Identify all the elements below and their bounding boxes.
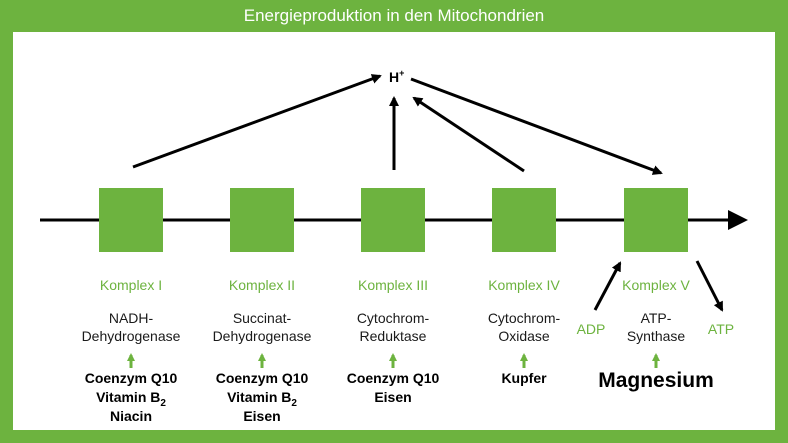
page-title: Energieproduktion in den Mitochondrien [243, 6, 545, 25]
proton-arrow-to-complex-5 [410, 77, 663, 175]
complex-1-cofactor: Vitamin B2 [96, 389, 166, 409]
complex-3-cofactor: Eisen [374, 389, 411, 405]
complex-5-enzyme-line: ATP- [641, 310, 672, 326]
complex-2-cofactor: Vitamin B2 [227, 389, 297, 409]
complex-4-cofactor: Kupfer [501, 370, 547, 386]
complex-1-enzyme-line: NADH- [109, 310, 154, 326]
adp-label: ADP [577, 321, 606, 337]
complex-3-enzyme-line: Reduktase [360, 328, 427, 344]
complex-1-cofactor: Coenzym Q10 [85, 370, 178, 386]
complex-2-box [230, 188, 294, 252]
proton-arrow-complex-1 [132, 74, 382, 169]
adp-arrow [593, 261, 622, 311]
atp-arrow [695, 260, 724, 312]
complex-2: Komplex II Succinat- DehydrogenaseCoenzym … [213, 188, 312, 424]
complex-2-enzyme-line: Succinat- [233, 310, 292, 326]
complex-5-cofactor: Magnesium [598, 369, 714, 392]
complex-4-enzyme-line: Cytochrom- [488, 310, 561, 326]
chain-arrow-head [728, 210, 748, 230]
complex-2-cofactor: Coenzym Q10 [216, 370, 309, 386]
proton-label: H+ [389, 68, 404, 85]
atp-label: ATP [708, 321, 734, 337]
complex-4-enzyme-line: Oxidase [498, 328, 550, 344]
complex-3-label: Komplex III [358, 277, 428, 293]
complex-5-enzyme-line: Synthase [627, 328, 686, 344]
complex-3-cofactor: Coenzym Q10 [347, 370, 440, 386]
complex-3-box [361, 188, 425, 252]
complex-2-label: Komplex II [229, 277, 295, 293]
proton-arrow-complex-4 [412, 96, 525, 173]
complex-2-enzyme-line: Dehydrogenase [213, 328, 312, 344]
complex-4-box [492, 188, 556, 252]
complex-1-cofactor: Niacin [110, 408, 152, 424]
complex-4-label: Komplex IV [488, 277, 560, 293]
complex-1-box [99, 188, 163, 252]
complex-5-box [624, 188, 688, 252]
complex-1-label: Komplex I [100, 277, 162, 293]
complex-5-label: Komplex V [622, 277, 690, 293]
complex-3-enzyme-line: Cytochrom- [357, 310, 430, 326]
complex-2-cofactor: Eisen [243, 408, 280, 424]
complex-1-enzyme-line: Dehydrogenase [82, 328, 181, 344]
